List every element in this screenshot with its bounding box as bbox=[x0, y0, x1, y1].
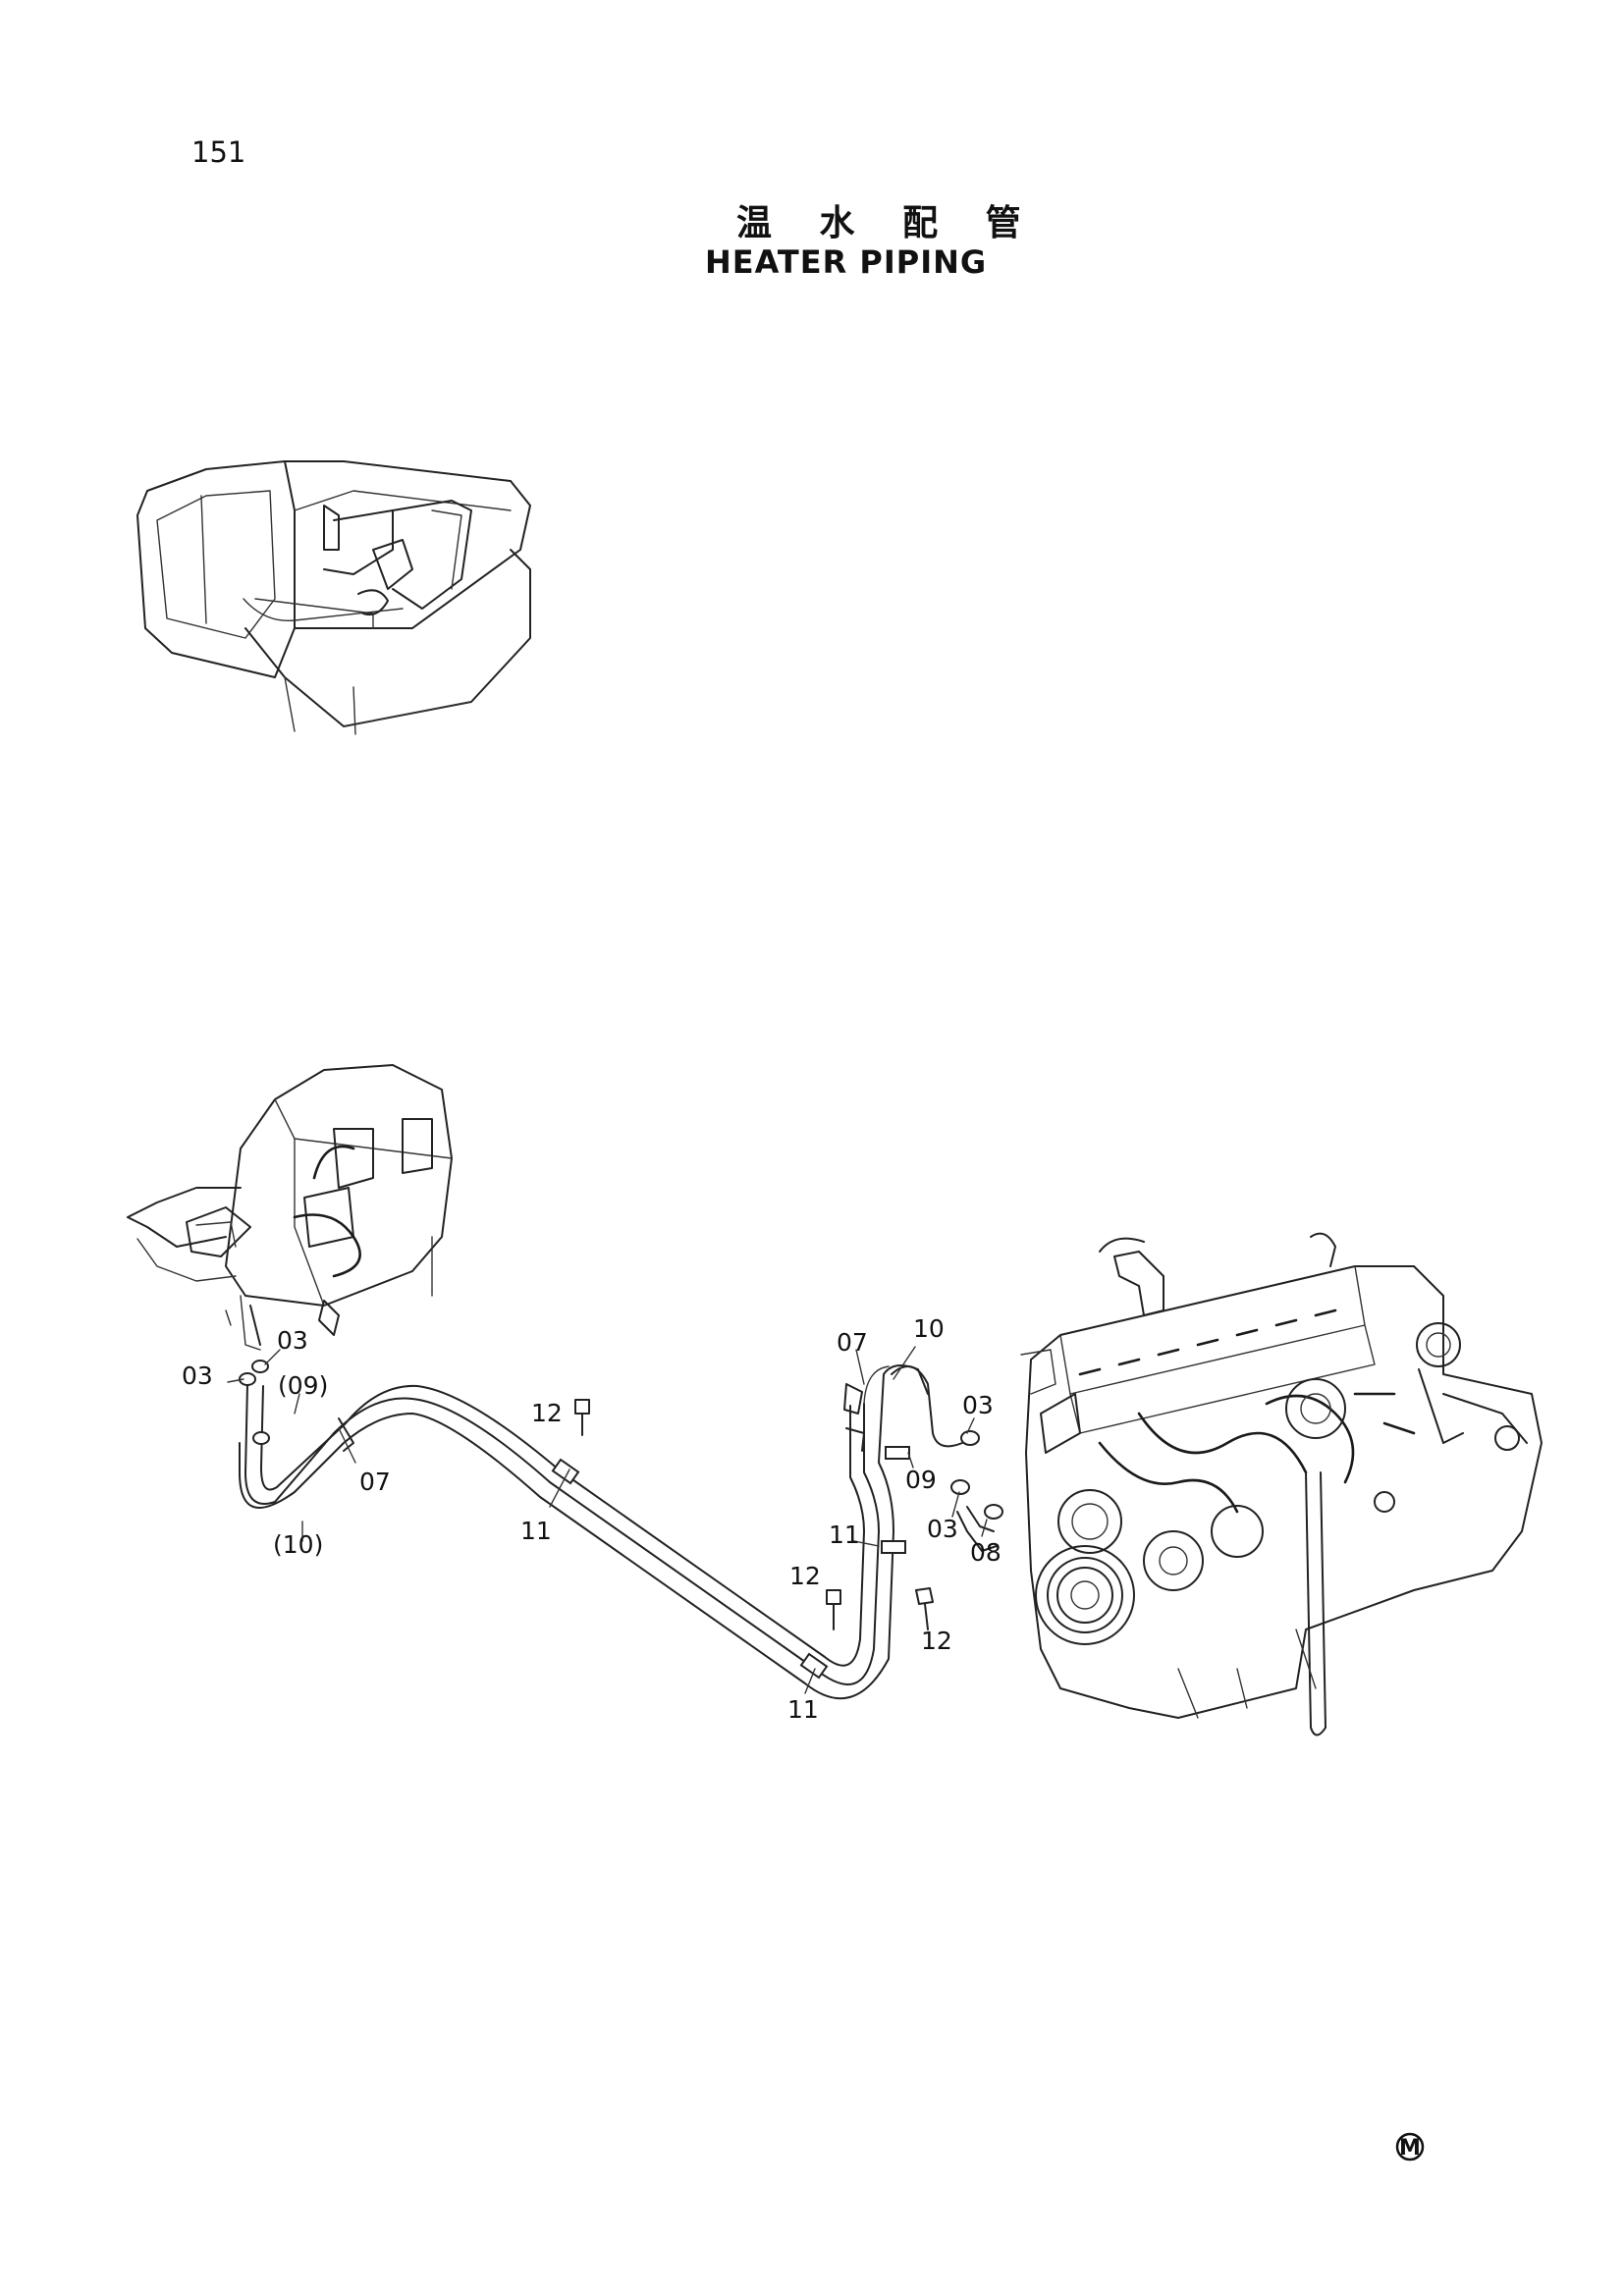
callout-12-c: 12 bbox=[921, 1627, 952, 1655]
callout-07-right: 07 bbox=[837, 1328, 868, 1357]
callout-12-b: 12 bbox=[789, 1562, 821, 1590]
callout-10: 10 bbox=[913, 1314, 945, 1343]
callout-07-left: 07 bbox=[359, 1468, 391, 1496]
callout-03-upper: 03 bbox=[277, 1326, 308, 1355]
callout-12-a: 12 bbox=[531, 1399, 563, 1427]
title-japanese: 温 水 配 管 bbox=[736, 203, 1039, 243]
manufacturer-mark: M bbox=[1395, 2132, 1425, 2162]
title-english: HEATER PIPING bbox=[705, 243, 988, 281]
callout-03-c: 03 bbox=[962, 1391, 994, 1419]
page-number: 151 bbox=[191, 135, 246, 169]
heater-unit-illustration bbox=[127, 1064, 453, 1351]
callout-10-paren: (10) bbox=[273, 1530, 323, 1559]
callout-09: 09 bbox=[905, 1466, 937, 1494]
excavator-overview-illustration bbox=[136, 460, 531, 735]
callout-03-d: 03 bbox=[927, 1515, 958, 1543]
callout-11-c: 11 bbox=[787, 1695, 819, 1724]
callout-08: 08 bbox=[970, 1538, 1001, 1567]
callout-09-paren: (09) bbox=[278, 1371, 328, 1400]
engine-illustration bbox=[1020, 1232, 1543, 1736]
callout-labels: 03 03 (09) 07 (10) 12 11 07 10 03 09 03 … bbox=[182, 1314, 1001, 1724]
mark-letter: M bbox=[1399, 2136, 1421, 2161]
callout-11-a: 11 bbox=[520, 1517, 552, 1545]
heater-hose-assembly bbox=[227, 1346, 1003, 1700]
callout-03-left: 03 bbox=[182, 1362, 213, 1390]
callout-11-b: 11 bbox=[829, 1521, 860, 1549]
